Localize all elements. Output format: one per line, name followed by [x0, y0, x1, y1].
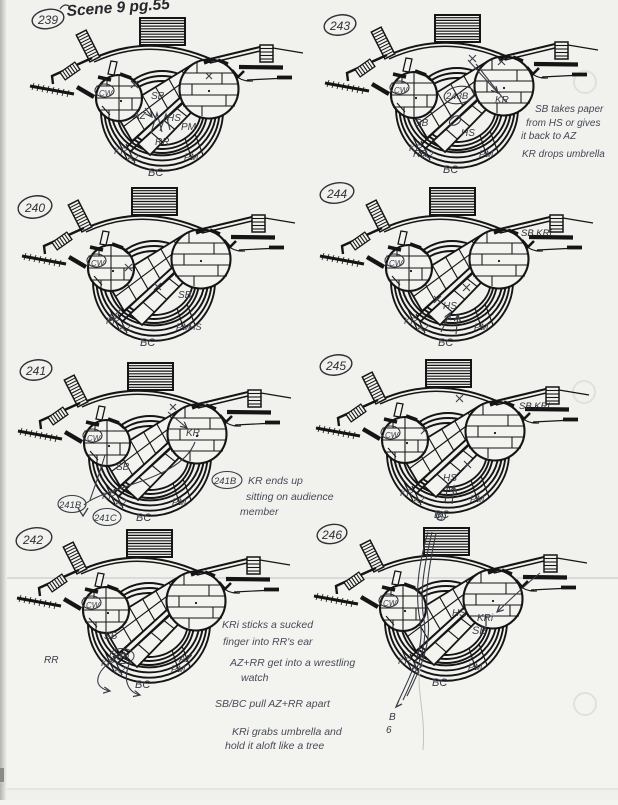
svg-text:PM: PM — [181, 122, 197, 133]
svg-text:HS: HS — [443, 473, 457, 484]
svg-text:241: 241 — [25, 364, 46, 378]
svg-text:243: 243 — [329, 19, 350, 33]
svg-text:HS: HS — [189, 322, 202, 332]
svg-text:AZ: AZ — [132, 111, 147, 122]
svg-text:HS: HS — [167, 113, 181, 124]
svg-text:RR: RR — [413, 149, 427, 160]
svg-text:member: member — [240, 506, 279, 518]
svg-text:from HS or gives: from HS or gives — [526, 118, 600, 129]
svg-text:239: 239 — [37, 13, 58, 27]
svg-text:KRi: KRi — [113, 652, 130, 663]
svg-text:SB takes paper: SB takes paper — [535, 104, 604, 115]
svg-text:HS: HS — [461, 128, 475, 139]
svg-text:B: B — [389, 712, 396, 723]
svg-text:KRi grabs umbrella and: KRi grabs umbrella and — [232, 726, 343, 738]
svg-text:240: 240 — [24, 201, 45, 215]
svg-text:SB: SB — [415, 118, 429, 129]
svg-text:SB: SB — [472, 625, 487, 637]
svg-text:245: 245 — [325, 359, 346, 373]
svg-text:RR: RR — [155, 137, 169, 148]
svg-text:241B: 241B — [213, 476, 237, 487]
svg-text:241C: 241C — [93, 513, 117, 524]
svg-text:KR: KR — [186, 428, 200, 439]
svg-text:KRi sticks a sucked: KRi sticks a sucked — [222, 619, 314, 631]
svg-text:AZ: AZ — [178, 654, 193, 665]
svg-text:B: B — [437, 512, 443, 522]
svg-text:hold it aloft like a tree: hold it aloft like a tree — [225, 740, 324, 752]
svg-text:HS: HS — [443, 301, 457, 312]
svg-text:watch: watch — [241, 672, 269, 684]
svg-text:KRi: KRi — [477, 613, 494, 624]
svg-text:246: 246 — [321, 528, 342, 542]
svg-text:243B: 243B — [445, 91, 469, 102]
svg-text:finger into RR's ear: finger into RR's ear — [223, 636, 313, 648]
svg-text:244: 244 — [326, 187, 347, 201]
svg-text:SB: SB — [151, 91, 165, 102]
svg-text:HS: HS — [452, 608, 466, 619]
svg-text:KR drops umbrella: KR drops umbrella — [522, 149, 605, 160]
svg-text:SB: SB — [116, 462, 130, 473]
svg-text:242: 242 — [22, 533, 43, 547]
svg-text:sitting on audience: sitting on audience — [246, 491, 334, 503]
svg-text:it back to AZ: it back to AZ — [521, 131, 577, 142]
svg-text:6: 6 — [386, 725, 392, 736]
svg-text:SB KRi: SB KRi — [519, 401, 551, 412]
svg-text:RR: RR — [44, 655, 58, 666]
svg-text:SB: SB — [104, 631, 118, 642]
svg-text:KR: KR — [495, 95, 509, 106]
svg-text:KR ends up: KR ends up — [248, 475, 303, 487]
svg-text:SB: SB — [178, 290, 192, 301]
svg-text:241B: 241B — [58, 500, 82, 511]
svg-text:SB KRi: SB KRi — [521, 228, 553, 239]
svg-text:SB/BC pull AZ+RR apart: SB/BC pull AZ+RR apart — [215, 698, 331, 710]
svg-text:AZ+RR get into a wrestling: AZ+RR get into a wrestling — [229, 657, 355, 669]
